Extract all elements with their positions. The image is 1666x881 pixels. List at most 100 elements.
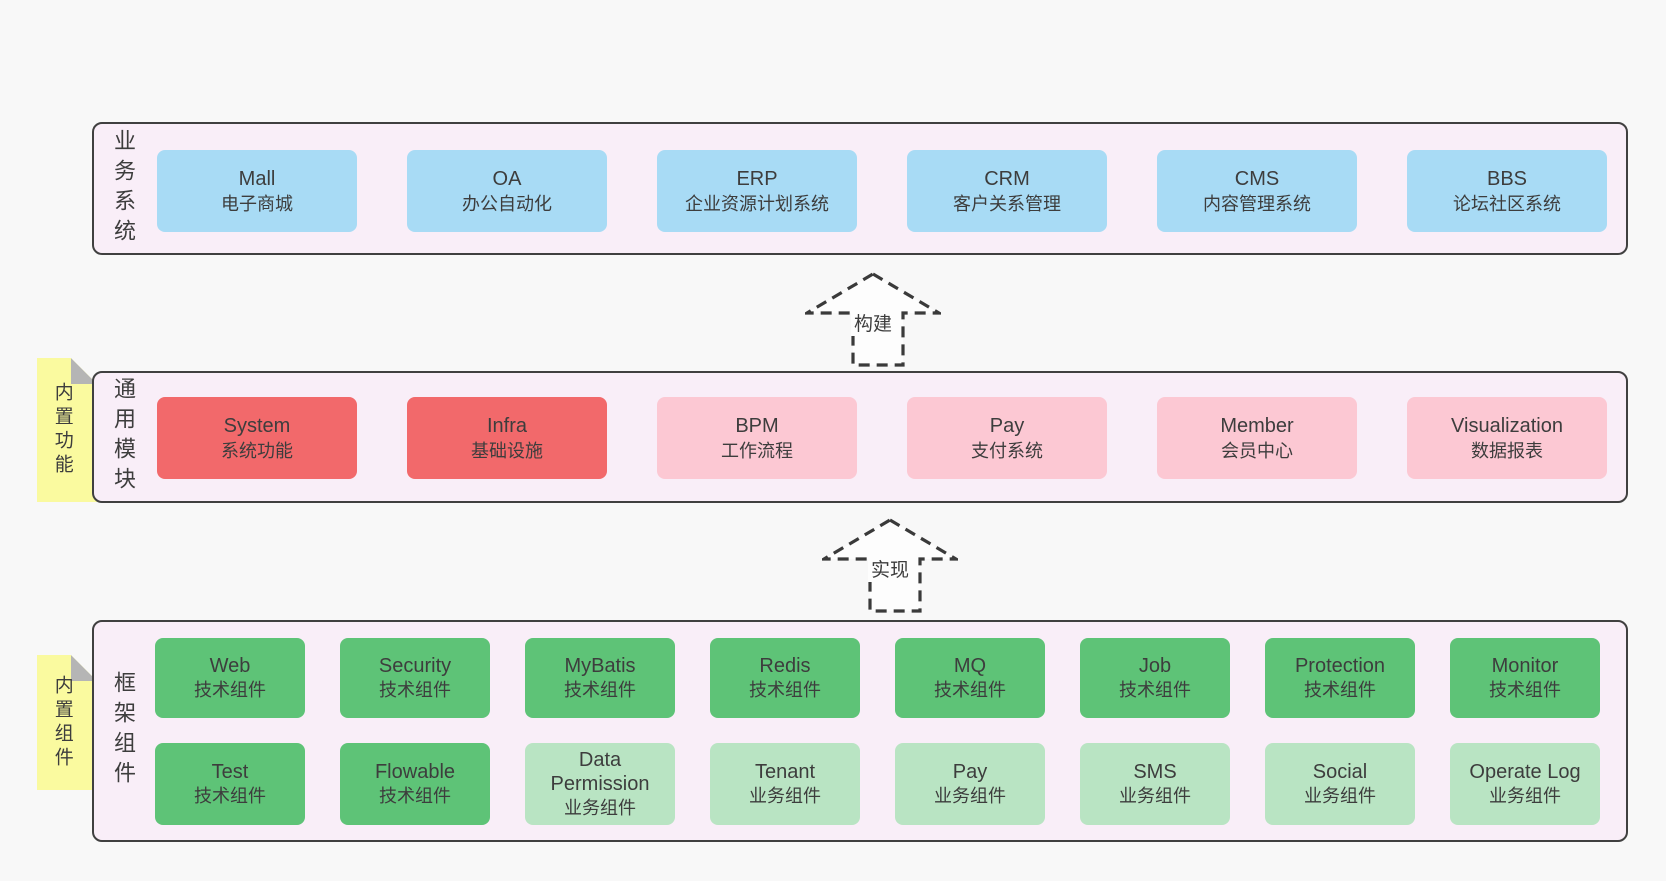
box-title: Operate Log: [1469, 761, 1581, 783]
box-operate-log: Operate Log 业务组件: [1450, 743, 1600, 825]
box-subtitle: 技术组件: [1119, 680, 1191, 700]
box-pay-component: Pay 业务组件: [895, 743, 1045, 825]
box-subtitle: 技术组件: [194, 680, 266, 700]
box-title: MyBatis: [564, 655, 636, 677]
arrow-build-up: 构建: [805, 272, 941, 368]
box-title: SMS: [1133, 761, 1177, 783]
box-subtitle: 业务组件: [564, 798, 636, 818]
box-oa: OA 办公自动化: [407, 150, 607, 232]
common-modules-row: System 系统功能 Infra 基础设施 BPM 工作流程 Pay 支付系统…: [157, 397, 1607, 479]
sticky-note-label: 内置组件: [51, 674, 73, 771]
band-common-modules-label: 通用模块: [111, 377, 136, 497]
band-common-modules: 通用模块 System 系统功能 Infra 基础设施 BPM 工作流程 Pay…: [92, 371, 1628, 503]
box-redis: Redis 技术组件: [710, 638, 860, 718]
box-subtitle: 技术组件: [1304, 680, 1376, 700]
box-subtitle: 工作流程: [721, 440, 793, 461]
band-business-systems-label: 业务系统: [111, 128, 136, 249]
box-title: Infra: [486, 414, 528, 437]
box-bbs: BBS 论坛社区系统: [1407, 150, 1607, 232]
box-subtitle: 电子商城: [221, 193, 293, 214]
box-subtitle: 内容管理系统: [1203, 193, 1311, 214]
box-title: Monitor: [1491, 655, 1559, 677]
business-systems-row: Mall 电子商城 OA 办公自动化 ERP 企业资源计划系统 CRM 客户关系…: [157, 150, 1607, 232]
box-title: Tenant: [754, 761, 816, 783]
arrow-implement-label: 实现: [867, 555, 913, 582]
box-flowable: Flowable 技术组件: [340, 743, 490, 825]
sticky-note-builtin-features: 内置功能: [37, 358, 97, 502]
box-subtitle: 基础设施: [471, 440, 543, 461]
box-title: Pay: [989, 414, 1025, 437]
box-subtitle: 系统功能: [221, 440, 293, 461]
box-subtitle: 技术组件: [379, 680, 451, 700]
box-title: Job: [1138, 655, 1172, 677]
arrow-implement-up: 实现: [822, 518, 958, 614]
box-title: ERP: [736, 167, 778, 190]
box-subtitle: 业务组件: [1489, 786, 1561, 806]
box-mybatis: MyBatis 技术组件: [525, 638, 675, 718]
box-title: Test: [211, 761, 249, 783]
box-subtitle: 技术组件: [564, 680, 636, 700]
box-title: BPM: [735, 414, 779, 437]
box-title: CMS: [1234, 167, 1280, 190]
box-mall: Mall 电子商城: [157, 150, 357, 232]
box-crm: CRM 客户关系管理: [907, 150, 1107, 232]
box-cms: CMS 内容管理系统: [1157, 150, 1357, 232]
box-subtitle: 技术组件: [194, 786, 266, 806]
box-title: System: [223, 414, 291, 437]
box-title: Protection: [1294, 655, 1386, 677]
box-title: CRM: [984, 167, 1030, 190]
box-subtitle: 技术组件: [1489, 680, 1561, 700]
box-member: Member 会员中心: [1157, 397, 1357, 479]
box-title: Data Permission: [550, 749, 650, 795]
box-subtitle: 业务组件: [1304, 786, 1376, 806]
box-title: Web: [209, 655, 251, 677]
box-title: Redis: [759, 655, 811, 677]
box-title: Flowable: [374, 761, 456, 783]
box-subtitle: 支付系统: [971, 440, 1043, 461]
box-erp: ERP 企业资源计划系统: [657, 150, 857, 232]
framework-components-row-2: Test 技术组件 Flowable 技术组件 Data Permission …: [155, 743, 1600, 825]
box-title: Security: [378, 655, 452, 677]
framework-components-row-1: Web 技术组件 Security 技术组件 MyBatis 技术组件 Redi…: [155, 638, 1600, 718]
box-subtitle: 客户关系管理: [953, 193, 1061, 214]
box-title: MQ: [953, 655, 987, 677]
box-title: Pay: [952, 761, 988, 783]
box-job: Job 技术组件: [1080, 638, 1230, 718]
box-subtitle: 会员中心: [1221, 440, 1293, 461]
box-title: BBS: [1486, 167, 1528, 190]
box-web: Web 技术组件: [155, 638, 305, 718]
box-subtitle: 技术组件: [749, 680, 821, 700]
box-infra: Infra 基础设施: [407, 397, 607, 479]
sticky-note-builtin-components: 内置组件: [37, 655, 97, 790]
box-sms: SMS 业务组件: [1080, 743, 1230, 825]
box-subtitle: 企业资源计划系统: [685, 193, 829, 214]
box-system: System 系统功能: [157, 397, 357, 479]
box-bpm: BPM 工作流程: [657, 397, 857, 479]
arrow-build-label: 构建: [850, 309, 896, 336]
sticky-note-label: 内置功能: [51, 382, 73, 478]
box-subtitle: 业务组件: [749, 786, 821, 806]
box-security: Security 技术组件: [340, 638, 490, 718]
box-title: OA: [492, 167, 522, 190]
band-framework-components-label: 框架组件: [111, 671, 136, 791]
box-test: Test 技术组件: [155, 743, 305, 825]
box-tenant: Tenant 业务组件: [710, 743, 860, 825]
box-subtitle: 业务组件: [934, 786, 1006, 806]
box-social: Social 业务组件: [1265, 743, 1415, 825]
box-mq: MQ 技术组件: [895, 638, 1045, 718]
box-monitor: Monitor 技术组件: [1450, 638, 1600, 718]
box-data-permission: Data Permission 业务组件: [525, 743, 675, 825]
box-subtitle: 数据报表: [1471, 440, 1543, 461]
box-subtitle: 论坛社区系统: [1453, 193, 1561, 214]
box-protection: Protection 技术组件: [1265, 638, 1415, 718]
box-title: Member: [1220, 414, 1294, 437]
box-title: Visualization: [1451, 414, 1563, 437]
box-title: Mall: [238, 167, 276, 190]
box-subtitle: 技术组件: [934, 680, 1006, 700]
box-subtitle: 办公自动化: [462, 193, 552, 214]
box-title: Social: [1312, 761, 1368, 783]
box-pay-module: Pay 支付系统: [907, 397, 1107, 479]
box-subtitle: 业务组件: [1119, 786, 1191, 806]
box-visualization: Visualization 数据报表: [1407, 397, 1607, 479]
